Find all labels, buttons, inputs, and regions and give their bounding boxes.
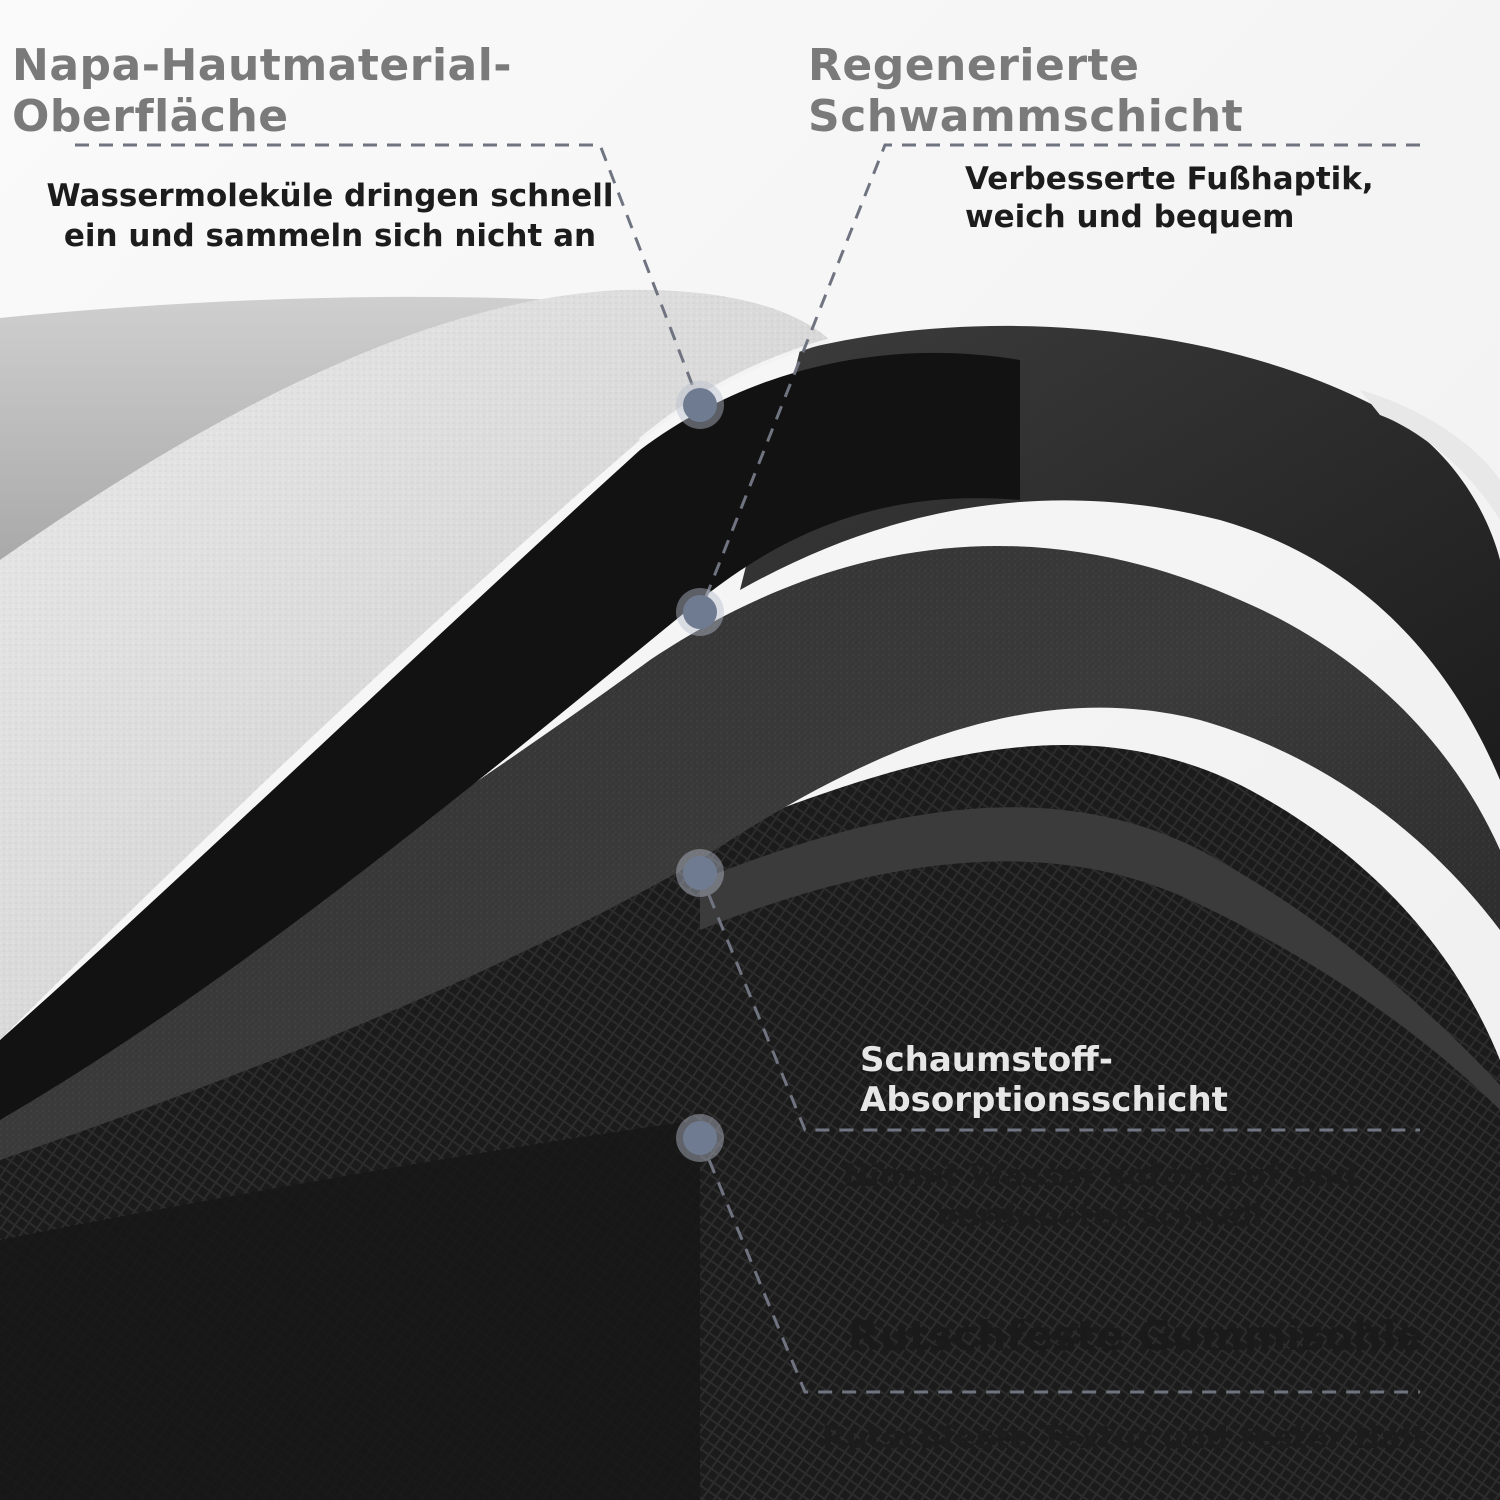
napa-layer-description: Wassermoleküle dringen schnell ein und s…	[46, 178, 614, 254]
napa-layer-title: Napa-Hautmaterial-Oberfläche	[12, 40, 513, 142]
leader-napa	[75, 143, 702, 406]
rubber-sole-edge	[700, 807, 1500, 1110]
marker-dots	[676, 381, 724, 1162]
rubber-layer-description: Rutschfeste Textur und fester Halt	[822, 1420, 1427, 1456]
foam-texture	[0, 545, 1500, 1160]
leader-sponge	[698, 143, 1420, 613]
rubber-lower-dark	[0, 1120, 700, 1500]
leader-foam	[698, 872, 1420, 1132]
foam-layer-description: Nimmt Wasser sofort auf und verdunstet s…	[843, 1158, 1357, 1234]
sponge-sheet-rim	[1360, 390, 1500, 520]
napa-surface-texture	[0, 289, 830, 1041]
sponge-layer-description: Verbesserte Fußhaptik, weich und bequem	[965, 161, 1374, 235]
rubber-layer-title: Rutschfeste Gummisohle	[848, 1312, 1424, 1360]
foam-layer-title: Schaumstoff-Absorptionsschicht	[860, 1040, 1228, 1120]
black-core-layer	[0, 352, 1020, 1120]
leader-rubber	[698, 1137, 1420, 1394]
sponge-layer-title: Regenerierte Schwammschicht	[808, 40, 1244, 142]
leader-lines	[75, 143, 1420, 1394]
